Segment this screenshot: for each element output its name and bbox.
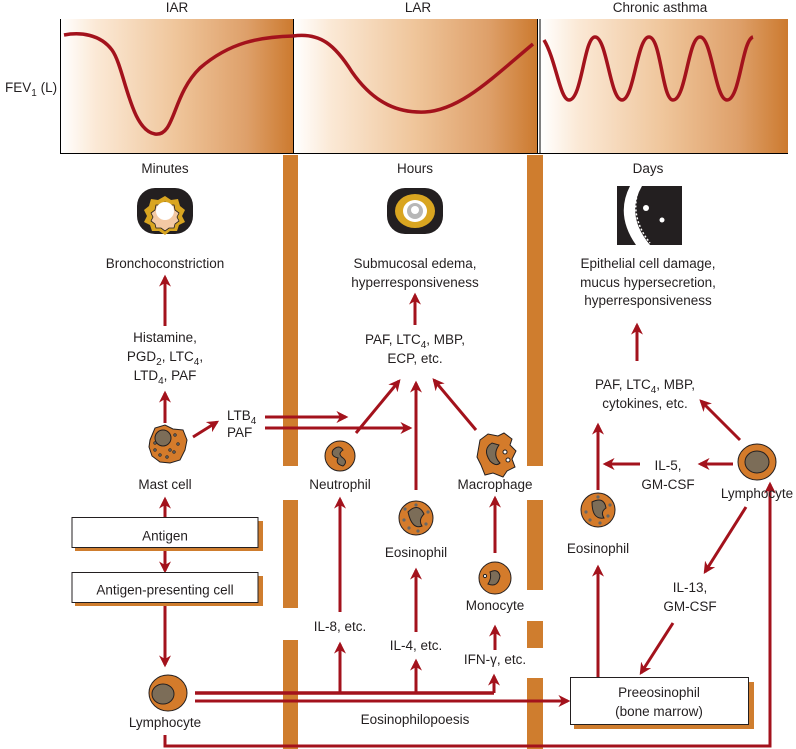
effect-days-line3: hyperresponsiveness (584, 293, 712, 308)
antigen-box: Antigen (71, 517, 263, 551)
preeosinophil-box: Preeosinophil (bone marrow) (570, 677, 754, 729)
eosinophil-icon (398, 500, 434, 536)
eosinophil-icon-chronic (580, 492, 616, 528)
macrophage-label: Macrophage (457, 477, 532, 492)
il4-label: IL-4, etc. (390, 638, 443, 653)
monocyte-icon (478, 561, 512, 595)
svg-text:Antigen: Antigen (142, 529, 188, 544)
lymphocyte-label-right: Lymphocyte (721, 486, 793, 501)
effect-bronchoconstriction: Bronchoconstriction (106, 256, 225, 271)
mast-cell-label: Mast cell (138, 477, 191, 492)
il5-label-line2: GM-CSF (641, 477, 694, 492)
svg-text:LTD4, PAF: LTD4, PAF (134, 368, 197, 387)
il13-label-line1: IL-13, (673, 580, 708, 595)
fev1-curve-chronic (542, 35, 755, 102)
il13-label-line2: GM-CSF (663, 599, 716, 614)
neutrophil-icon (324, 440, 356, 472)
epithelium-damage-icon (617, 185, 682, 245)
eosinophil-label-chronic: Eosinophil (567, 541, 629, 556)
neutrophil-label: Neutrophil (309, 477, 371, 492)
monocyte-label: Monocyte (466, 598, 525, 613)
panel-title-chronic: Chronic asthma (613, 0, 708, 15)
effect-days-line1: Epithelial cell damage, (580, 256, 715, 271)
il8-label: IL-8, etc. (314, 619, 367, 634)
chronic-mediators: PAF, LTC4, MBP, cytokines, etc. (595, 377, 695, 411)
heading-hours: Hours (397, 161, 433, 176)
mast-cell-mediators: Histamine, PGD2, LTC4, LTD4, PAF (127, 330, 203, 387)
bronchus-edema-icon (387, 188, 443, 234)
eosinophil-label-lar: Eosinophil (385, 545, 447, 560)
fev1-curve-lar (292, 33, 535, 114)
macrophage-icon (476, 432, 517, 478)
svg-text:(bone marrow): (bone marrow) (615, 704, 703, 719)
lar-mediators: PAF, LTC4, MBP, ECP, etc. (365, 332, 465, 366)
svg-text:Preeosinophil: Preeosinophil (618, 685, 700, 700)
svg-text:ECP, etc.: ECP, etc. (387, 351, 442, 366)
svg-text:Antigen-presenting cell: Antigen-presenting cell (96, 583, 233, 598)
eosinophilopoesis-label: Eosinophilopoesis (361, 712, 470, 727)
mast-cell-icon (148, 424, 188, 464)
effect-edema-line2: hyperresponsiveness (351, 275, 479, 290)
heading-days: Days (633, 161, 664, 176)
lymphocyte-icon-right (737, 443, 777, 481)
svg-text:cytokines, etc.: cytokines, etc. (602, 396, 688, 411)
lymphocyte-icon-left (148, 674, 188, 712)
panel-lar (294, 19, 537, 153)
effect-edema-line1: Submucosal edema, (353, 256, 476, 271)
ifn-gamma-label: IFN-γ, etc. (464, 652, 526, 667)
fev1-curve-iar (63, 32, 294, 136)
svg-text:PGD2, LTC4,: PGD2, LTC4, (127, 349, 203, 368)
arrows (159, 274, 776, 748)
effect-days-line2: mucus hypersecretion, (580, 275, 716, 290)
svg-text:Histamine,: Histamine, (133, 330, 197, 345)
antigen-presenting-cell-box: Antigen-presenting cell (71, 572, 263, 606)
fev1-graphs: IAR LAR Chronic asthma FEV1 (L) (5, 0, 788, 154)
ltb4-label: LTB4 (227, 408, 257, 427)
lymphocyte-label-left: Lymphocyte (129, 715, 201, 730)
panel-title-iar: IAR (166, 0, 189, 15)
heading-minutes: Minutes (141, 161, 189, 176)
panel-title-lar: LAR (405, 0, 432, 15)
paf-label: PAF (227, 425, 252, 440)
svg-text:PAF, LTC4, MBP,: PAF, LTC4, MBP, (595, 377, 695, 396)
svg-text:PAF, LTC4, MBP,: PAF, LTC4, MBP, (365, 332, 465, 351)
y-axis-label: FEV1 (L) (5, 80, 57, 99)
bronchus-constricted-icon (137, 188, 193, 235)
il5-label-line1: IL-5, (654, 458, 681, 473)
